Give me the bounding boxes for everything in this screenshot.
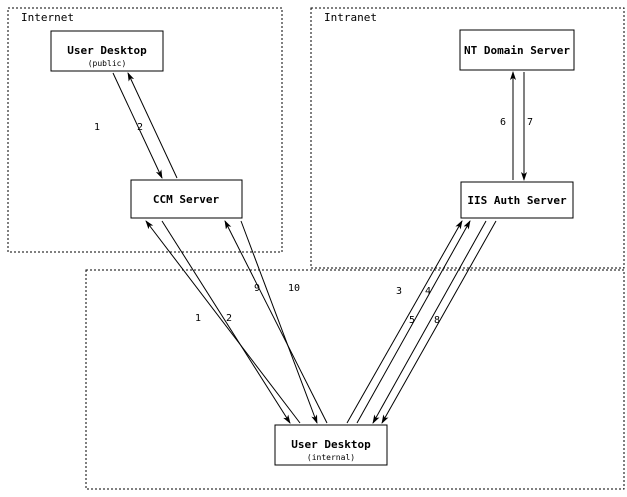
edge-line-5 <box>346 220 463 424</box>
node-user-desktop-public-box[interactable] <box>50 30 164 72</box>
zone-internal <box>85 269 625 490</box>
edge-label-3: 3 <box>396 286 402 297</box>
edge-group-ccm-internal-b <box>224 220 328 424</box>
edge-group-iis-nt <box>510 71 527 181</box>
zone-internet-border <box>7 7 283 253</box>
edge-group-public-ccm <box>112 72 178 179</box>
node-user-desktop-public-subtitle: (public) <box>88 59 127 68</box>
zone-internet: Internet <box>7 7 283 253</box>
node-nt-domain-server-box[interactable] <box>459 29 575 71</box>
edge-label-9: 9 <box>254 283 260 294</box>
edge-label-5: 5 <box>409 315 415 326</box>
node-user-desktop-internal-subtitle: (internal) <box>307 453 355 462</box>
node-nt-domain-server-title: NT Domain Server <box>464 44 570 57</box>
edge-label-2b: 2 <box>226 313 232 324</box>
edge-line-2b <box>145 220 301 424</box>
edge-group-internal-iis-b <box>346 220 497 424</box>
zone-intranet-label: Intranet <box>324 11 377 24</box>
edge-line-8 <box>381 220 497 424</box>
edge-label-1b: 1 <box>195 313 201 324</box>
edge-line-1b <box>161 220 291 424</box>
edge-labels: 1 2 6 7 9 10 1 2 3 4 5 8 <box>94 117 533 326</box>
node-iis-auth-server[interactable]: IIS Auth Server <box>460 181 574 219</box>
node-ccm-server-title: CCM Server <box>153 193 220 206</box>
node-user-desktop-public-title: User Desktop <box>67 44 147 57</box>
node-user-desktop-internal-title: User Desktop <box>291 438 371 451</box>
node-user-desktop-internal[interactable]: User Desktop (internal) <box>274 424 388 466</box>
node-iis-auth-server-box[interactable] <box>460 181 574 219</box>
edge-label-2: 2 <box>137 122 143 133</box>
edge-line-1 <box>112 72 163 179</box>
node-user-desktop-public[interactable]: User Desktop (public) <box>50 30 164 72</box>
edge-label-8: 8 <box>434 315 440 326</box>
edge-label-6: 6 <box>500 117 506 128</box>
edge-group-internal-iis-a <box>356 220 487 424</box>
zone-intranet: Intranet <box>310 7 625 269</box>
edge-label-1: 1 <box>94 122 100 133</box>
edge-line-2 <box>127 72 178 179</box>
edge-line-9 <box>240 220 318 424</box>
edge-line-10 <box>224 220 328 424</box>
node-ccm-server-box[interactable] <box>130 179 243 219</box>
node-ccm-server[interactable]: CCM Server <box>130 179 243 219</box>
edge-label-7: 7 <box>527 117 533 128</box>
edge-line-4 <box>372 220 487 424</box>
edge-line-3 <box>356 220 471 424</box>
edge-group-ccm-internal-a <box>145 220 301 424</box>
zone-intranet-border <box>310 7 625 269</box>
edge-label-10: 10 <box>288 283 300 294</box>
zone-internal-border <box>85 269 625 490</box>
node-iis-auth-server-title: IIS Auth Server <box>467 194 567 207</box>
node-user-desktop-internal-box[interactable] <box>274 424 388 466</box>
zone-internet-label: Internet <box>21 11 74 24</box>
edge-label-4: 4 <box>425 286 431 297</box>
node-nt-domain-server[interactable]: NT Domain Server <box>459 29 575 71</box>
